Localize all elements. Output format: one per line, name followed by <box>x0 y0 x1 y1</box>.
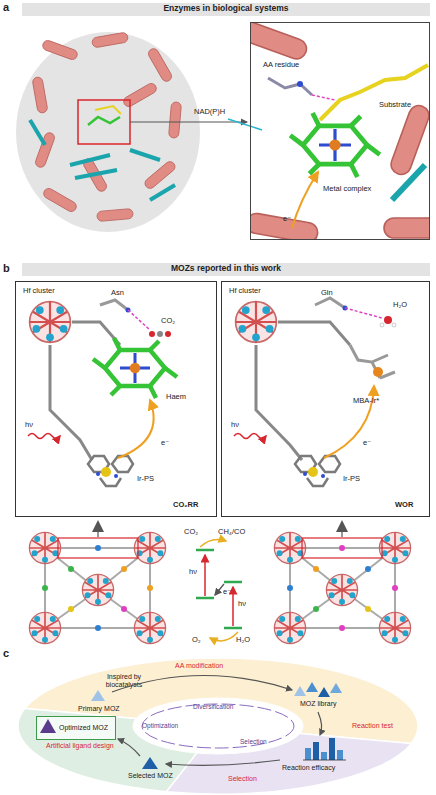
text-label: O₂ <box>192 636 201 645</box>
text-label: Hf cluster <box>229 287 261 296</box>
text-label: CO₂ <box>161 317 175 326</box>
structure-box: Hf cluster GlnH₂O hν MBA-Ir* e⁻ Ir-PS WOR <box>221 281 430 517</box>
framework-left <box>29 522 165 644</box>
text-label: hν <box>238 600 246 609</box>
text-label: Metal complex <box>323 185 371 194</box>
text-label: CO₂RR <box>173 501 198 510</box>
text-label: Hf cluster <box>23 287 55 296</box>
panel-header: Enzymes in biological systems <box>22 3 430 16</box>
sector-fill <box>18 708 218 791</box>
text-label: Ir-PS <box>343 475 360 484</box>
zoom-box: AA residueSubstrateMetal complex e⁻ <box>250 22 430 240</box>
text-label: e⁻ <box>363 439 371 448</box>
text-label: Inspired by biocatalysts <box>96 673 152 689</box>
text-label: Ir-PS <box>137 475 154 484</box>
text-label: CO₂ <box>184 528 198 537</box>
text-label: hν <box>231 421 239 430</box>
wor-structure <box>234 298 396 486</box>
text-label: AA modification <box>175 662 223 670</box>
text-label: MBA-Ir* <box>353 397 379 406</box>
text-label: c <box>3 647 9 660</box>
co2rr-structure <box>28 300 177 486</box>
text-label: Artificial ligand design <box>46 742 114 750</box>
text-label: Primary MOZ <box>78 705 120 713</box>
text-label: Selected MOZ <box>128 772 173 780</box>
optimized-box: Optimized MOZ <box>36 716 116 740</box>
text-label: CH₄/CO <box>218 528 245 537</box>
active-site-zoom <box>250 22 430 240</box>
text-label: NAD(P)H <box>194 108 225 117</box>
energy-diagram <box>196 539 242 640</box>
text-label: a <box>3 1 9 14</box>
text-label: AA residue <box>263 61 299 70</box>
text-label: Substrate <box>379 101 411 110</box>
text-label: H₂O <box>236 636 250 645</box>
text-label: Enzymes in biological systems <box>22 4 430 14</box>
structure-box: Hf cluster AsnCO₂ Haem hν e⁻ Ir-PS CO₂RR <box>15 281 217 517</box>
text-label: Optimized MOZ <box>59 724 108 732</box>
text-label: Gln <box>321 289 333 298</box>
text-label: H₂O <box>393 301 407 310</box>
text-label: b <box>3 262 10 275</box>
text-label: e⁻ <box>161 439 169 448</box>
text-label: e⁻ <box>283 215 291 224</box>
text-label: Reaction efficacy <box>282 764 335 772</box>
text-label: Asn <box>111 289 124 298</box>
text-label: Selection <box>228 775 257 783</box>
text-label: MOZs reported in this work <box>22 264 430 274</box>
text-label: Haem <box>166 393 186 402</box>
text-label: Reaction test <box>352 722 393 730</box>
text-label: e⁻ <box>223 588 231 597</box>
text-label: WOR <box>395 501 413 510</box>
text-label: MOZ library <box>300 700 337 708</box>
cycle-sector: Selected MOZ Artificial ligand design Opti… <box>18 708 218 792</box>
text-label: hν <box>189 568 197 577</box>
framework-right <box>274 522 410 644</box>
zoom-arrow <box>130 121 247 122</box>
panel-header: MOZs reported in this work <box>22 263 430 276</box>
text-label: hν <box>25 421 33 430</box>
protein-structure <box>16 32 200 232</box>
cofactor-line <box>228 119 262 130</box>
